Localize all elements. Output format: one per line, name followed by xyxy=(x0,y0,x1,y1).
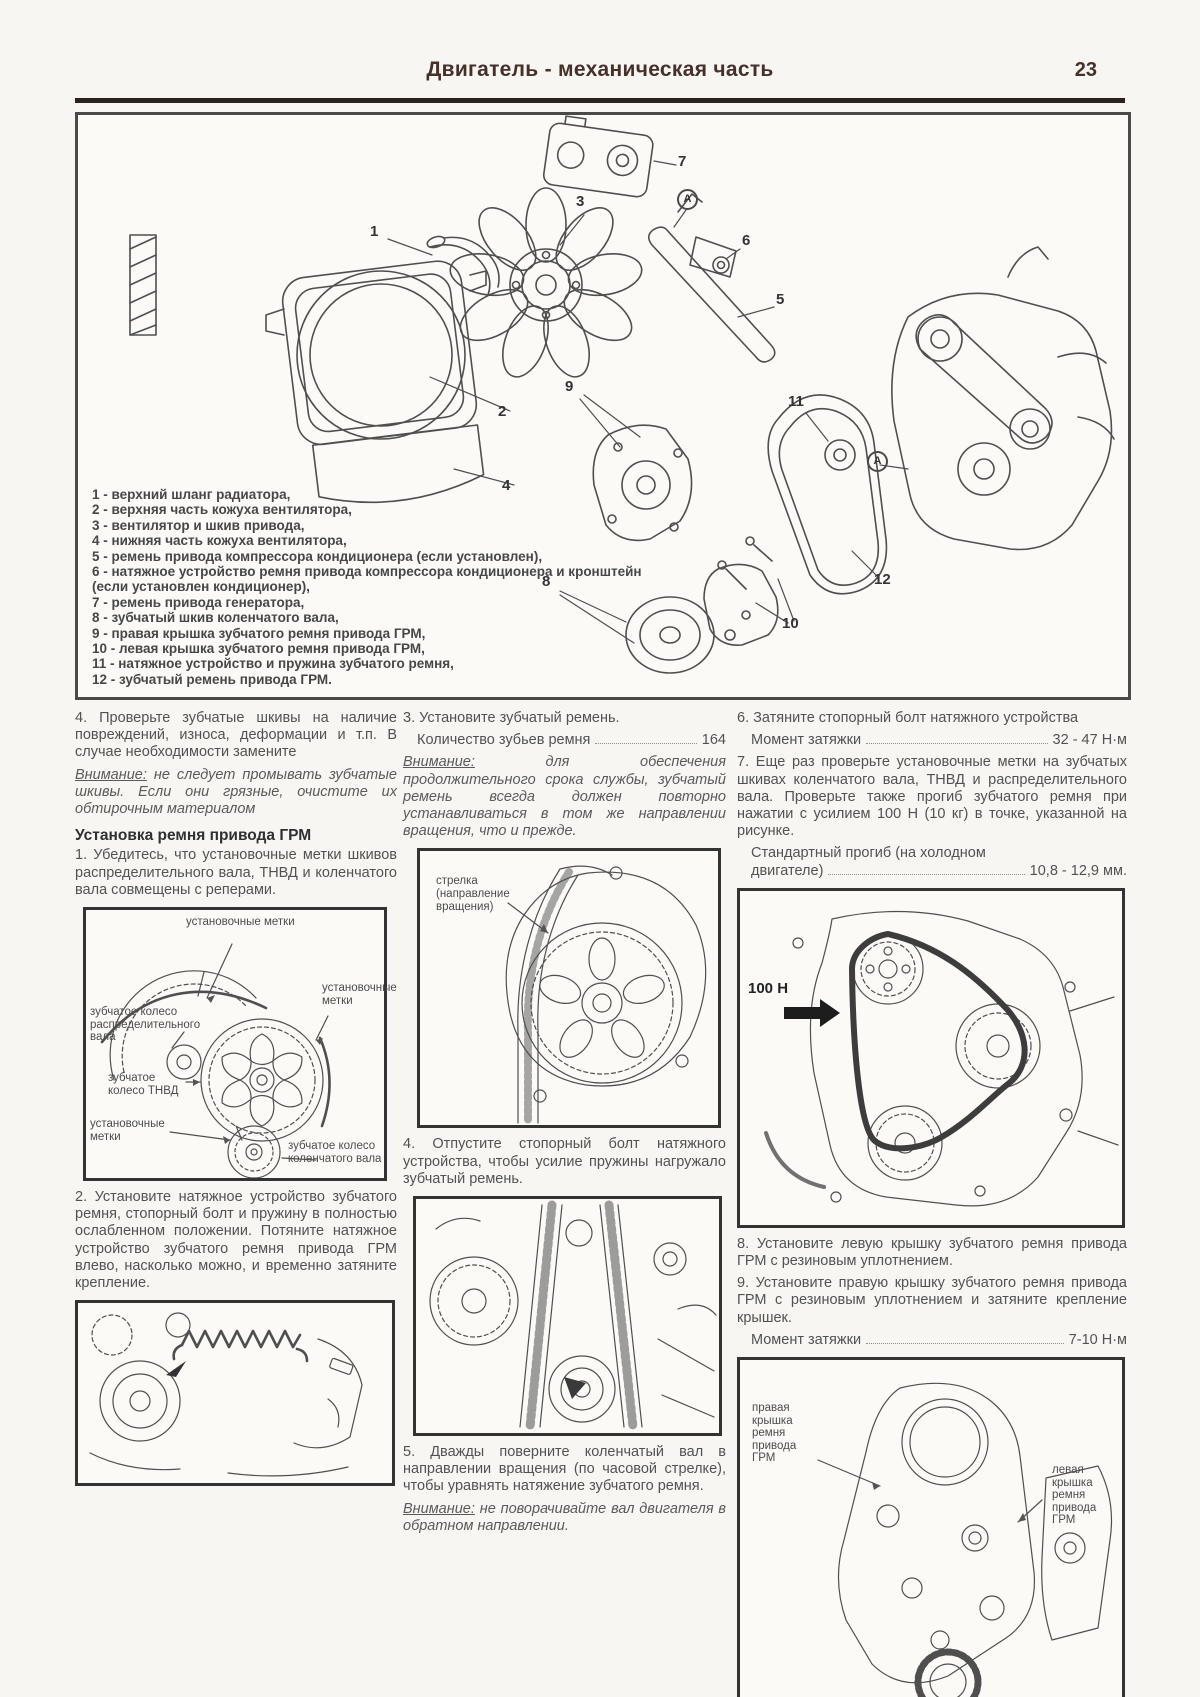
caution-text: не поворачивайте вал двигателя в обратно… xyxy=(403,1500,726,1534)
figure-belt-direction: стрелка (направление вращения) xyxy=(417,848,721,1129)
caution-note-1: Внимание: не следует промывать зубчатые … xyxy=(75,767,397,819)
label-right-cover: правая крышка ремня привода ГРМ xyxy=(752,1402,797,1465)
legend-item: 12 - зубчатый ремень привода ГРМ. xyxy=(92,671,332,687)
callout-7: 7 xyxy=(678,153,687,170)
spec-value: 32 - 47 Н·м xyxy=(1052,732,1127,749)
dotted-leader xyxy=(866,732,1048,745)
label-rotation-arrow: стрелка (направление вращения) xyxy=(436,875,510,913)
figure-timing-marks: установочные метки установочные метки зу… xyxy=(83,907,397,1182)
callout-1: 1 xyxy=(370,223,379,240)
dotted-leader xyxy=(828,863,1025,875)
main-exploded-figure: 1 2 3 4 5 6 7 8 9 10 11 12 A A 1 - верхн… xyxy=(75,112,1131,700)
callout-9: 9 xyxy=(565,378,574,395)
callout-6: 6 xyxy=(742,232,751,249)
belt-deflection-art xyxy=(764,910,1119,1207)
step-9-right-cover: 9. Установите правую крышку зубчатого ре… xyxy=(737,1275,1127,1326)
callout-3: 3 xyxy=(576,193,585,210)
exploded-diagram-art xyxy=(129,115,1115,674)
marker-a-top: A xyxy=(677,189,698,210)
label-force-100n: 100 Н xyxy=(748,979,789,997)
timing-covers-art xyxy=(817,1382,1113,1697)
step-6-tighten-bolt: 6. Затяните стопорный болт натяжного уст… xyxy=(737,710,1079,726)
step-7-recheck-marks: 7. Еще раз проверьте установочные метки … xyxy=(737,754,1127,840)
spec-label-line2: двигателе) xyxy=(751,862,824,879)
figure-tensioner-spring xyxy=(75,1300,395,1487)
callout-10: 10 xyxy=(782,615,799,632)
dotted-leader xyxy=(866,1332,1064,1344)
callout-4: 4 xyxy=(502,477,511,494)
belt-closeup-art xyxy=(429,1200,717,1432)
figure-belt-deflection: 100 Н xyxy=(737,887,1125,1228)
legend-item: 8 - зубчатый шкив коленчатого вала, xyxy=(92,610,339,626)
label-left-cover: левая крышка ремня привода ГРМ xyxy=(1052,1464,1097,1527)
callout-8: 8 xyxy=(542,573,551,590)
marker-a-right: A xyxy=(867,451,888,472)
spec-value: 7-10 Н·м xyxy=(1068,1331,1127,1348)
callout-2: 2 xyxy=(498,403,507,420)
page-number: 23 xyxy=(1074,59,1097,81)
callout-12: 12 xyxy=(874,571,891,588)
spec-value: 10,8 - 12,9 мм. xyxy=(1029,862,1127,879)
label-setting-marks-top: установочные метки xyxy=(186,916,295,929)
label-crankshaft-sprocket: зубчатое колесо коленчатого вала xyxy=(288,1140,382,1165)
column-1: 4. Проверьте зубчатые шкивы на наличие п… xyxy=(75,710,397,1494)
spec-belt-teeth: Количество зубьев ремня 164 xyxy=(403,732,726,749)
page-header: Двигатель - механическая часть 23 xyxy=(75,58,1125,92)
label-setting-marks-bottom: установочные метки xyxy=(90,1118,165,1143)
caution-label: Внимание: xyxy=(403,754,475,771)
figure-legend: 1 - верхний шланг радиатора, 2 - верхняя… xyxy=(92,487,654,687)
caution-text: не следует промывать зубчатые шкивы. Есл… xyxy=(75,766,397,818)
header-rule xyxy=(75,98,1125,103)
spec-deflection: Стандартный прогиб (на холодном двигател… xyxy=(737,845,1127,879)
legend-item: 10 - левая крышка зубчатого ремня привод… xyxy=(92,641,425,657)
step-3-install-belt: 3. Установите зубчатый ремень. xyxy=(403,710,620,726)
step-8-left-cover: 8. Установите левую крышку зубчатого рем… xyxy=(737,1235,1127,1270)
belt-direction-art xyxy=(505,865,707,1126)
section-heading-belt-install: Установка ремня привода ГРМ xyxy=(75,827,312,845)
callout-11: 11 xyxy=(788,393,804,410)
legend-item: 4 - нижняя часть кожуха вентилятора, xyxy=(92,533,347,549)
legend-item: 3 - вентилятор и шкив привода, xyxy=(92,517,305,533)
figure-timing-covers: правая крышка ремня привода ГРМ левая кр… xyxy=(737,1357,1125,1697)
spec-value: 164 xyxy=(701,732,726,749)
page-title: Двигатель - механическая часть xyxy=(426,58,774,81)
caution-label: Внимание: xyxy=(403,1500,475,1517)
spec-label: Момент затяжки xyxy=(751,732,862,749)
legend-item: 9 - правая крышка зубчатого ремня привод… xyxy=(92,625,426,641)
spec-torque-1: Момент затяжки 32 - 47 Н·м xyxy=(737,732,1127,749)
timing-marks-art xyxy=(100,943,331,1179)
step-4-check: 4. Проверьте зубчатые шкивы на наличие п… xyxy=(75,710,397,761)
caution-label: Внимание: xyxy=(75,766,147,783)
dotted-leader xyxy=(595,732,697,745)
spec-torque-2: Момент затяжки 7-10 Н·м xyxy=(737,1332,1127,1349)
column-2: 3. Установите зубчатый ремень. Количеств… xyxy=(403,710,726,1541)
callout-5: 5 xyxy=(776,291,785,308)
label-camshaft-sprocket: зубчатое колесо распределительного вала xyxy=(90,1006,201,1044)
step-4-release-bolt: 4. Отпустите стопорный болт натяжного ус… xyxy=(403,1136,726,1187)
legend-item: 11 - натяжное устройство и пружина зубча… xyxy=(92,656,454,672)
step-2-tensioner: 2. Установите натяжное устройство зубчат… xyxy=(75,1189,397,1292)
column-3: 6. Затяните стопорный болт натяжного уст… xyxy=(737,710,1127,1697)
spec-label-line1: Стандартный прогиб (на холодном xyxy=(751,845,986,862)
legend-item: 1 - верхний шланг радиатора, xyxy=(92,487,291,502)
figure-belt-closeup xyxy=(413,1196,722,1437)
caution-note-3: Внимание: не поворачивайте вал двигателя… xyxy=(403,1501,726,1535)
legend-item: 5 - ремень привода компрессора кондицион… xyxy=(92,548,543,564)
spec-label: Количество зубьев ремня xyxy=(417,732,591,749)
label-pump-sprocket: зубчатое колесо ТНВД xyxy=(108,1072,179,1097)
step-1-marks: 1. Убедитесь, что установочные метки шки… xyxy=(75,847,397,898)
step-5-rotate-crank: 5. Дважды поверните коленчатый вал в нап… xyxy=(403,1444,726,1495)
label-setting-marks-right: установочные метки xyxy=(322,982,397,1007)
tensioner-spring-art xyxy=(89,1312,363,1477)
legend-item: 6 - натяжное устройство ремня привода ко… xyxy=(92,564,642,595)
legend-item: 7 - ремень привода генератора, xyxy=(92,594,305,610)
legend-item: 2 - верхняя часть кожуха вентилятора, xyxy=(92,502,352,518)
caution-note-2: Внимание: для обеспечения продолжительно… xyxy=(403,754,726,840)
spec-label: Момент затяжки xyxy=(751,1331,862,1348)
caution-text: для обеспечения продолжительного срока с… xyxy=(403,754,726,840)
